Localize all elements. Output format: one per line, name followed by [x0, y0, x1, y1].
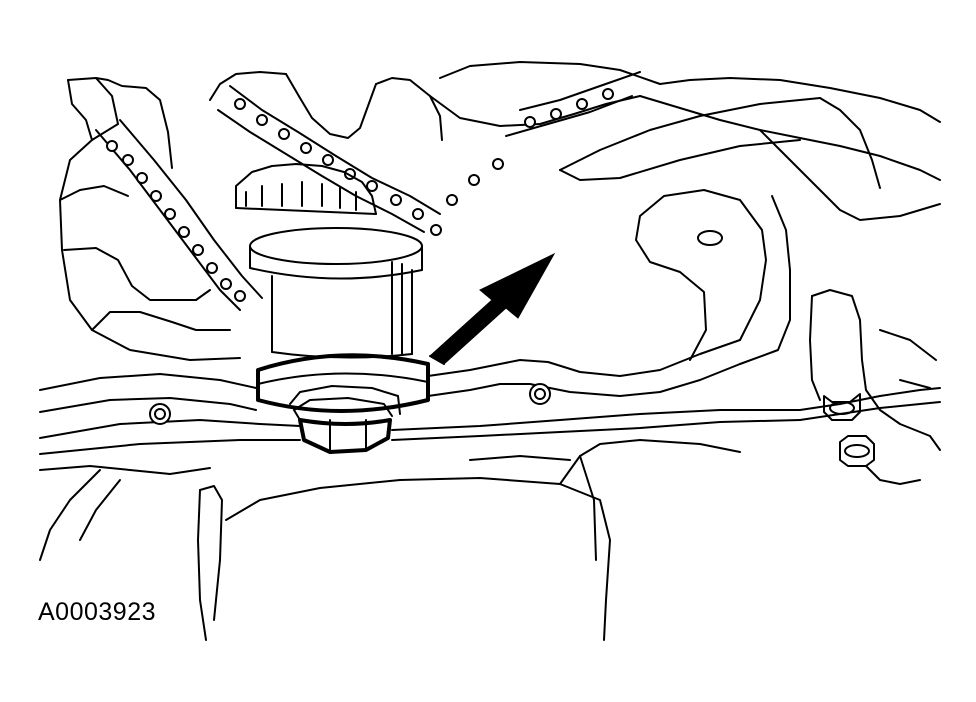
crankshaft-bolt — [289, 385, 401, 454]
crankshaft-sprocket — [235, 163, 377, 215]
timing-chain-left — [95, 119, 263, 311]
oil-pan-flange — [39, 189, 941, 455]
timing-chain-right — [217, 71, 641, 236]
arrow-icon — [429, 252, 556, 365]
special-tool-sleeve — [249, 227, 430, 413]
right-bracket — [809, 289, 941, 485]
figure-id-label: A0003923 — [38, 598, 157, 626]
engine-block-upper — [59, 61, 941, 361]
oil-pan-body — [39, 439, 741, 641]
